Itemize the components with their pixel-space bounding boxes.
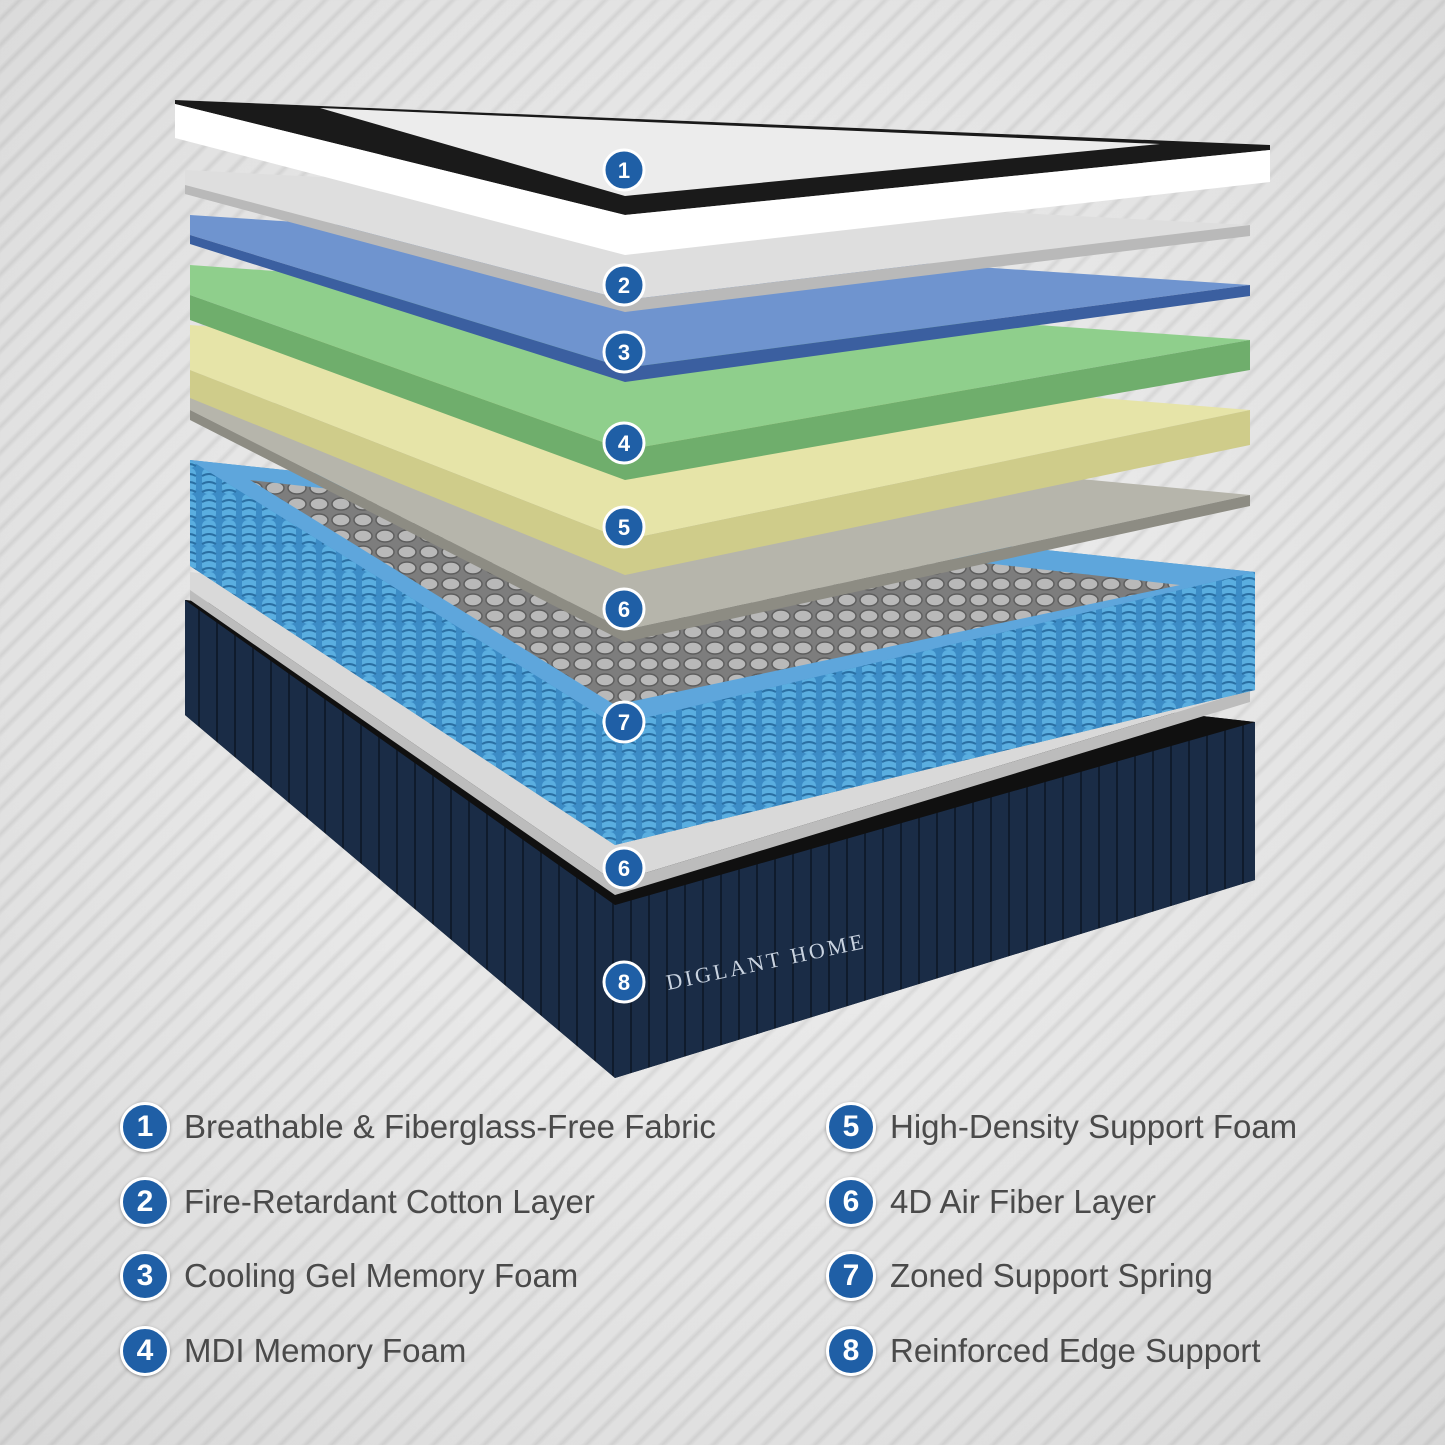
legend-label: 4D Air Fiber Layer	[890, 1182, 1156, 1220]
svg-text:7: 7	[618, 710, 630, 735]
legend-item: 3 Cooling Gel Memory Foam	[120, 1251, 760, 1301]
legend-item: 4 MDI Memory Foam	[120, 1325, 760, 1376]
svg-text:5: 5	[618, 515, 630, 540]
fabric-cover-layer	[175, 100, 1270, 255]
legend-label: Reinforced Edge Support	[890, 1331, 1261, 1369]
svg-text:3: 3	[618, 340, 630, 365]
legend-label: Fire-Retardant Cotton Layer	[184, 1182, 595, 1220]
legend-item: 1 Breathable & Fiberglass-Free Fabric	[120, 1102, 760, 1152]
layer-badge: 3	[602, 330, 646, 374]
legend-label: Cooling Gel Memory Foam	[184, 1257, 579, 1294]
legend-item: 6 4D Air Fiber Layer	[826, 1176, 1445, 1227]
legend-left-column: 1 Breathable & Fiberglass-Free Fabric 2 …	[120, 1102, 760, 1400]
legend-label: Zoned Support Spring	[890, 1257, 1213, 1294]
svg-text:4: 4	[618, 431, 631, 456]
legend-item: 2 Fire-Retardant Cotton Layer	[120, 1176, 760, 1227]
legend-number-badge: 8	[826, 1325, 876, 1376]
legend-label: High-Density Support Foam	[890, 1108, 1298, 1145]
legend-right-column: 5 High-Density Support Foam 6 4D Air Fib…	[826, 1102, 1445, 1400]
layer-badge: 5	[602, 505, 646, 549]
legend-number-badge: 3	[120, 1251, 170, 1301]
layer-badges: 1 2 3 4 5 6 7 6	[602, 148, 646, 1004]
svg-text:6: 6	[618, 856, 630, 881]
legend-item: 7 Zoned Support Spring	[826, 1251, 1445, 1301]
legend-number-badge: 7	[826, 1251, 876, 1301]
layer-badge: 2	[602, 263, 646, 307]
legend-number-badge: 4	[120, 1325, 170, 1376]
layer-badge: 1	[602, 148, 646, 192]
svg-text:6: 6	[618, 597, 630, 622]
layer-badge: 7	[602, 700, 646, 744]
legend-item: 8 Reinforced Edge Support	[826, 1325, 1445, 1376]
svg-text:8: 8	[618, 970, 630, 995]
legend-label: MDI Memory Foam	[184, 1331, 467, 1369]
mattress-layers-diagram: DIGLANT HOME	[175, 100, 1270, 1078]
legend-label: Breathable & Fiberglass-Free Fabric	[184, 1108, 716, 1145]
layer-badge: 6	[602, 846, 646, 890]
svg-text:2: 2	[618, 273, 630, 298]
legend-item: 5 High-Density Support Foam	[826, 1102, 1445, 1152]
svg-text:1: 1	[618, 158, 630, 183]
legend-number-badge: 2	[120, 1176, 170, 1227]
legend-number-badge: 1	[120, 1102, 170, 1152]
legend-number-badge: 6	[826, 1176, 876, 1227]
layer-badge: 4	[602, 421, 646, 465]
layer-badge: 8	[602, 960, 646, 1004]
layer-badge: 6	[602, 587, 646, 631]
legend-number-badge: 5	[826, 1102, 876, 1152]
